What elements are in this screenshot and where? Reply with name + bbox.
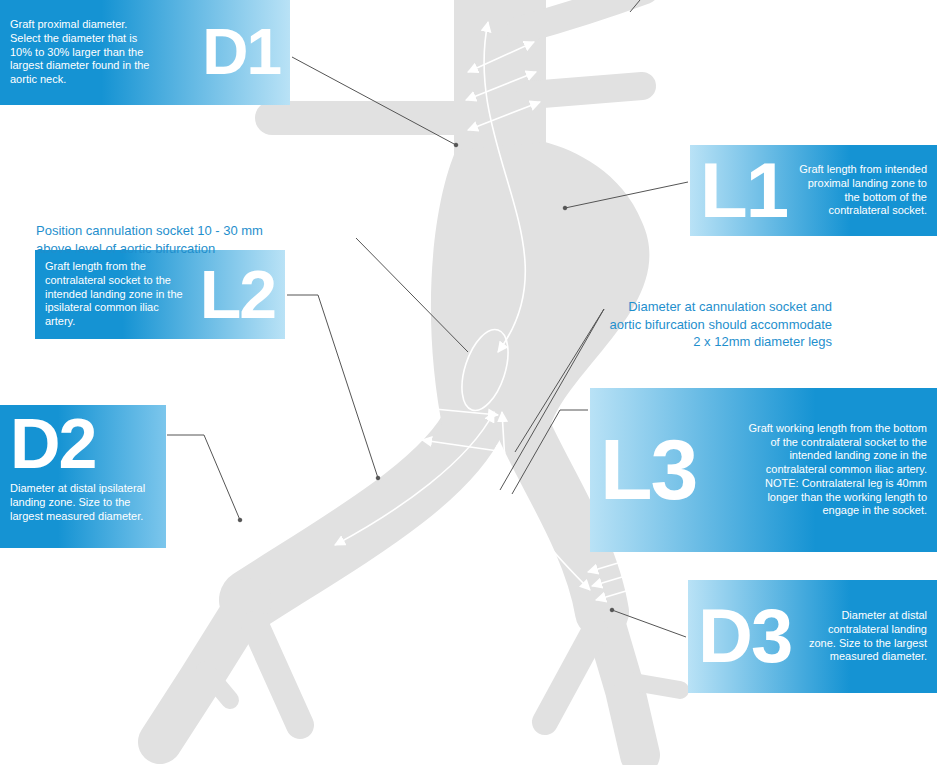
description: Diameter at distal ipsilateral landing z… (10, 482, 156, 523)
vessels (160, 0, 680, 755)
callout-panel: D3Diameter at distal contralateral landi… (688, 580, 937, 693)
description-text: Graft proximal diameter. Select the diam… (10, 18, 160, 87)
callout-panel: Graft length from the contralateral sock… (35, 250, 285, 339)
description-text: Graft length from intended proximal land… (799, 163, 927, 218)
callout-number: D2 (10, 413, 95, 476)
description: Graft length from intended proximal land… (799, 163, 927, 218)
callout-panel: L1Graft length from intended proximal la… (690, 145, 937, 236)
annotation-note: Position cannulation socket 10 - 30 mm a… (36, 222, 301, 257)
description: Diameter at distal contralateral landing… (799, 609, 927, 664)
callout-number: L3 (600, 431, 696, 508)
callout-panel: D2Diameter at distal ipsilateral landing… (0, 405, 166, 548)
callout-panel: L3 Graft working length from the bottom o… (590, 388, 937, 552)
callout-number: D3 (698, 602, 791, 670)
description-text: Graft length from the contralateral sock… (45, 260, 185, 329)
description-text: Diameter at distal ipsilateral landing z… (10, 482, 156, 523)
note-text: NOTE: Contralateral leg is 40mm longer t… (739, 477, 927, 518)
callout-panel: Graft proximal diameter. Select the diam… (0, 0, 290, 105)
callout-number: L1 (700, 155, 787, 225)
description-text: Graft working length from the bottom of … (739, 422, 927, 477)
description: Graft length from the contralateral sock… (45, 260, 185, 329)
description: Graft working length from the bottom of … (739, 422, 927, 518)
annotation-note: Diameter at cannulation socket and aorti… (606, 298, 832, 351)
callout-number: D1 (202, 24, 280, 82)
description-text: Diameter at distal contralateral landing… (799, 609, 927, 664)
callout-number: L2 (200, 264, 275, 325)
description: Graft proximal diameter. Select the diam… (10, 18, 160, 87)
